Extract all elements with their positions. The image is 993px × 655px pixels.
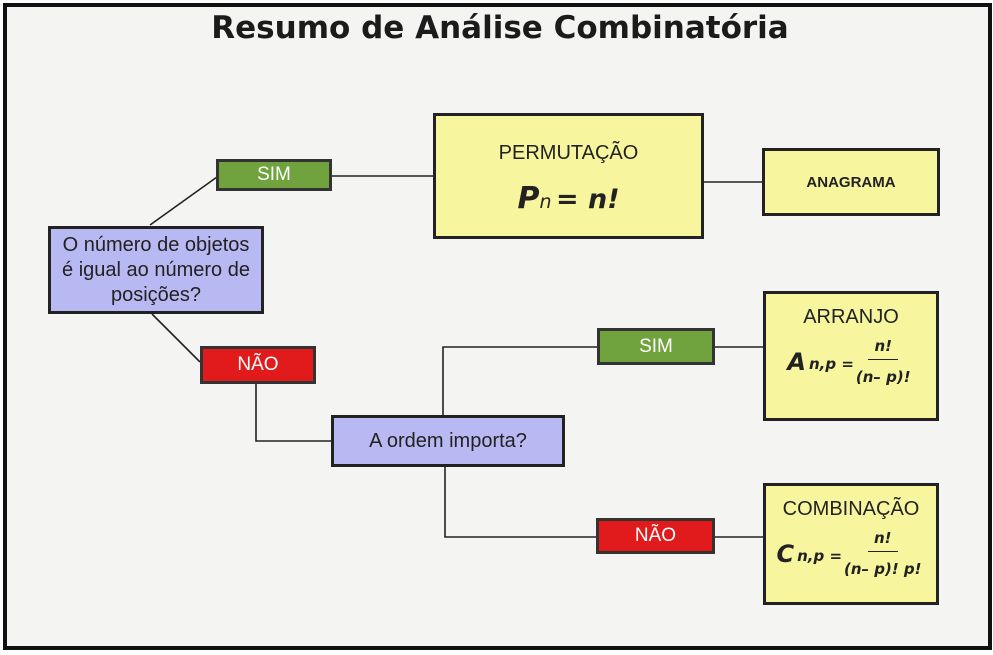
answer-no-1: NÃO [200, 346, 316, 384]
formula-combinacao: C n,p = n! (n– p)! p! [776, 529, 921, 578]
formula-permutacao-symbol: P [517, 181, 540, 216]
question-box-objects-positions: O número de objetos é igual ao número de… [48, 226, 264, 314]
formula-combinacao-denominator: (n– p)! p! [844, 560, 922, 578]
formula-combinacao-subscript: n,p = [797, 546, 843, 565]
connector-q2-yes [442, 346, 598, 416]
formula-arranjo-symbol: A [787, 347, 806, 376]
answer-yes-2: SIM [597, 328, 715, 365]
answer-yes-1: SIM [216, 159, 332, 191]
answer-yes-2-label: SIM [639, 335, 673, 357]
formula-arranjo: A n,p = n! (n– p)! [787, 337, 910, 386]
question-text-order-matters: A ordem importa? [369, 429, 527, 452]
answer-yes-1-label: SIM [257, 164, 291, 185]
result-name-permutacao: PERMUTAÇÃO [498, 142, 639, 164]
result-box-arranjo: ARRANJO A n,p = n! (n– p)! [763, 291, 939, 421]
connector-q1-yes [149, 176, 218, 226]
connector-q1-no [151, 313, 201, 363]
question-text-objects-positions: O número de objetos é igual ao número de… [62, 233, 250, 306]
answer-no-1-label: NÃO [237, 354, 279, 375]
formula-combinacao-fraction: n! (n– p)! p! [844, 529, 922, 578]
result-name-arranjo: ARRANJO [803, 306, 899, 328]
formula-arranjo-fraction: n! (n– p)! [856, 337, 911, 386]
connector-no-q2 [255, 383, 332, 442]
result-name-anagrama: ANAGRAMA [806, 173, 896, 191]
question-box-order-matters: A ordem importa? [331, 415, 565, 467]
formula-combinacao-numerator: n! [868, 529, 898, 552]
connector-q2-no [444, 466, 597, 538]
result-name-combinacao: COMBINAÇÃO [782, 498, 920, 520]
formula-arranjo-numerator: n! [868, 337, 898, 360]
result-box-anagrama: ANAGRAMA [762, 148, 940, 216]
result-box-combinacao: COMBINAÇÃO C n,p = n! (n– p)! p! [763, 483, 939, 605]
result-box-permutacao: PERMUTAÇÃO Pn = n! [433, 113, 704, 239]
formula-arranjo-subscript: n,p = [808, 354, 854, 373]
diagram-title: Resumo de Análise Combinatória [211, 10, 789, 46]
formula-permutacao-rhs: = n! [555, 184, 620, 215]
formula-combinacao-symbol: C [776, 539, 795, 568]
formula-arranjo-denominator: (n– p)! [855, 368, 911, 386]
formula-permutacao-subscript: n [539, 191, 552, 213]
formula-permutacao: Pn = n! [517, 181, 619, 216]
answer-no-2-label: NÃO [634, 525, 677, 546]
answer-no-2: NÃO [596, 518, 715, 554]
